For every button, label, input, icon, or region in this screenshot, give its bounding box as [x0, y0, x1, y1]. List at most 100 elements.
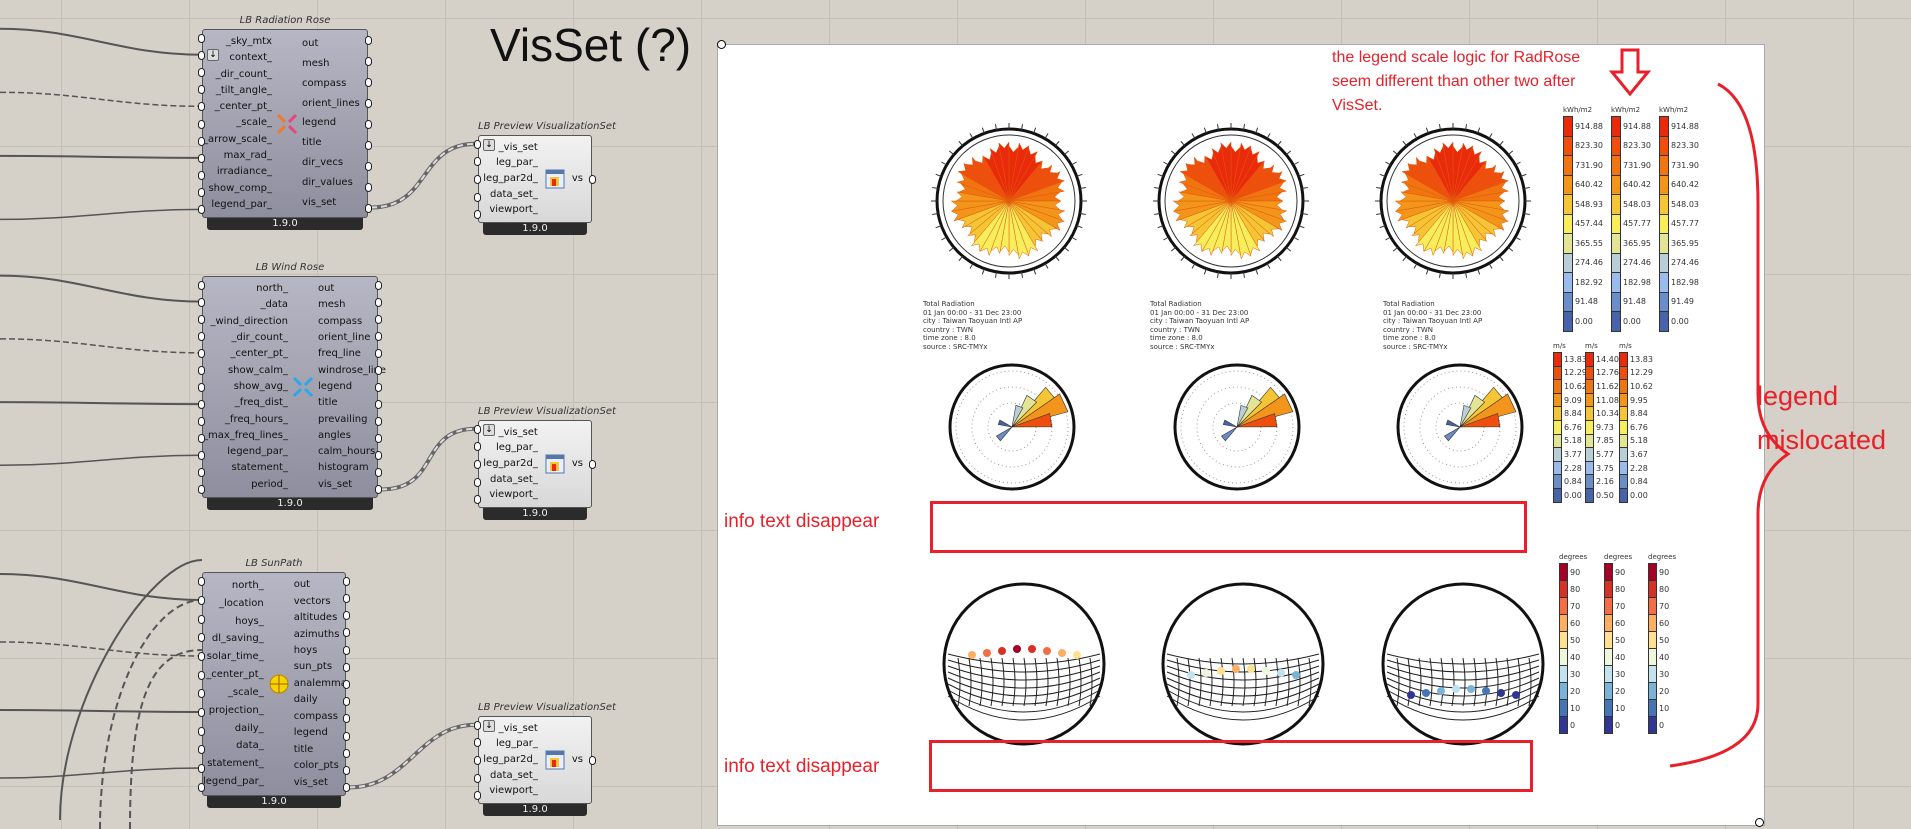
output-grip[interactable]	[343, 783, 350, 793]
output-grip[interactable]	[343, 731, 350, 741]
input-port[interactable]: viewport_	[489, 489, 538, 501]
input-port[interactable]: leg_par_	[495, 157, 538, 169]
output-grip[interactable]	[365, 77, 372, 87]
input-port[interactable]: viewport_	[489, 785, 538, 797]
output-port[interactable]: prevailing	[317, 413, 368, 425]
input-port[interactable]: context_	[229, 52, 273, 64]
input-port[interactable]: _freq_hours_	[224, 413, 288, 425]
input-grip[interactable]	[474, 210, 481, 220]
input-port[interactable]: _wind_direction	[210, 315, 288, 327]
input-port[interactable]: leg_par_	[495, 738, 538, 750]
input-grip[interactable]	[474, 442, 481, 452]
input-port[interactable]: hoys_	[235, 615, 264, 627]
output-port[interactable]: legend	[302, 117, 337, 129]
input-grip[interactable]	[198, 365, 205, 375]
input-grip[interactable]	[198, 33, 205, 43]
input-port[interactable]: data_set_	[490, 473, 538, 485]
output-port[interactable]: freq_line	[317, 348, 361, 360]
output-grip[interactable]	[343, 662, 350, 672]
input-grip[interactable]	[198, 633, 205, 643]
panel-corner-handle[interactable]	[717, 40, 726, 49]
output-grip[interactable]	[343, 611, 350, 621]
input-port[interactable]: show_calm_	[227, 364, 288, 376]
input-port[interactable]: _dir_count_	[231, 332, 288, 344]
output-grip[interactable]	[365, 182, 372, 192]
input-grip[interactable]	[198, 745, 205, 755]
input-grip[interactable]	[198, 85, 205, 95]
output-grip[interactable]	[375, 468, 382, 478]
output-grip[interactable]	[343, 680, 350, 689]
output-port[interactable]: title	[317, 397, 338, 409]
input-port[interactable]: data_set_	[490, 769, 538, 781]
input-port[interactable]: _location	[219, 597, 264, 609]
output-port[interactable]: analemma	[293, 677, 347, 689]
input-grip[interactable]	[474, 477, 481, 487]
output-port[interactable]: sun_pts	[293, 661, 333, 673]
input-grip[interactable]	[474, 495, 481, 505]
output-port[interactable]: title	[302, 137, 322, 149]
input-grip[interactable]	[198, 764, 205, 773]
input-grip[interactable]	[474, 192, 481, 202]
output-grip[interactable]	[343, 576, 350, 586]
output-grip[interactable]	[343, 714, 350, 724]
input-port[interactable]: _freq_dist_	[234, 397, 288, 409]
input-port[interactable]: _vis_set	[498, 426, 538, 438]
input-port[interactable]: legend_par_	[203, 776, 264, 788]
output-grip[interactable]	[375, 383, 382, 392]
output-grip[interactable]	[375, 297, 382, 307]
input-grip[interactable]	[198, 297, 205, 307]
input-grip[interactable]	[198, 102, 205, 112]
input-port[interactable]: period_	[251, 478, 288, 490]
output-grip[interactable]	[365, 161, 372, 171]
input-grip[interactable]	[198, 577, 205, 587]
input-grip[interactable]	[198, 280, 205, 290]
output-grip[interactable]	[365, 203, 372, 213]
input-port[interactable]: show_comp_	[208, 182, 273, 194]
output-port[interactable]: mesh	[302, 57, 330, 69]
flatten-icon[interactable]: ↓	[483, 720, 495, 732]
output-port[interactable]: title	[293, 743, 314, 755]
input-port[interactable]: leg_par_	[495, 442, 538, 454]
input-port[interactable]: solar_time_	[206, 651, 264, 663]
input-grip[interactable]	[198, 726, 205, 736]
input-grip[interactable]	[198, 50, 205, 60]
input-port[interactable]: _center_pt_	[230, 348, 288, 360]
output-port[interactable]: color_pts	[293, 760, 339, 772]
input-port[interactable]: _tilt_angle_	[215, 84, 273, 96]
input-port[interactable]: _vis_set	[498, 141, 538, 153]
input-grip[interactable]	[198, 314, 205, 324]
input-port[interactable]: statement_	[231, 462, 288, 474]
flatten-icon[interactable]: ↓	[483, 424, 495, 436]
input-grip[interactable]	[198, 596, 205, 605]
output-port[interactable]: vectors	[293, 595, 331, 607]
output-grip[interactable]	[375, 280, 382, 290]
input-grip[interactable]	[474, 756, 481, 765]
input-grip[interactable]	[474, 157, 481, 167]
input-grip[interactable]	[198, 417, 205, 427]
output-port[interactable]: calm_hours	[317, 446, 376, 458]
input-grip[interactable]	[198, 782, 205, 792]
output-port[interactable]: mesh	[317, 299, 346, 311]
input-grip[interactable]	[198, 188, 205, 198]
output-grip[interactable]	[375, 451, 382, 461]
input-grip[interactable]	[198, 400, 205, 410]
input-port[interactable]: _max_freq_lines_	[203, 429, 288, 441]
input-port[interactable]: viewport_	[489, 204, 538, 216]
output-grip[interactable]	[375, 331, 382, 341]
output-port[interactable]: windrose_line	[317, 364, 387, 376]
output-port[interactable]: vs	[571, 458, 583, 469]
output-grip[interactable]	[365, 98, 372, 108]
input-port[interactable]: north_	[256, 283, 288, 295]
input-port[interactable]: _data	[260, 299, 288, 311]
output-grip[interactable]	[375, 314, 382, 324]
input-grip[interactable]	[474, 773, 481, 783]
input-port[interactable]: data_	[236, 740, 264, 752]
input-grip[interactable]	[198, 67, 205, 77]
output-port[interactable]: dir_values	[302, 177, 353, 189]
output-port[interactable]: dir_vecs	[302, 157, 344, 169]
input-grip[interactable]	[198, 171, 205, 181]
output-port[interactable]: legend	[317, 380, 353, 392]
